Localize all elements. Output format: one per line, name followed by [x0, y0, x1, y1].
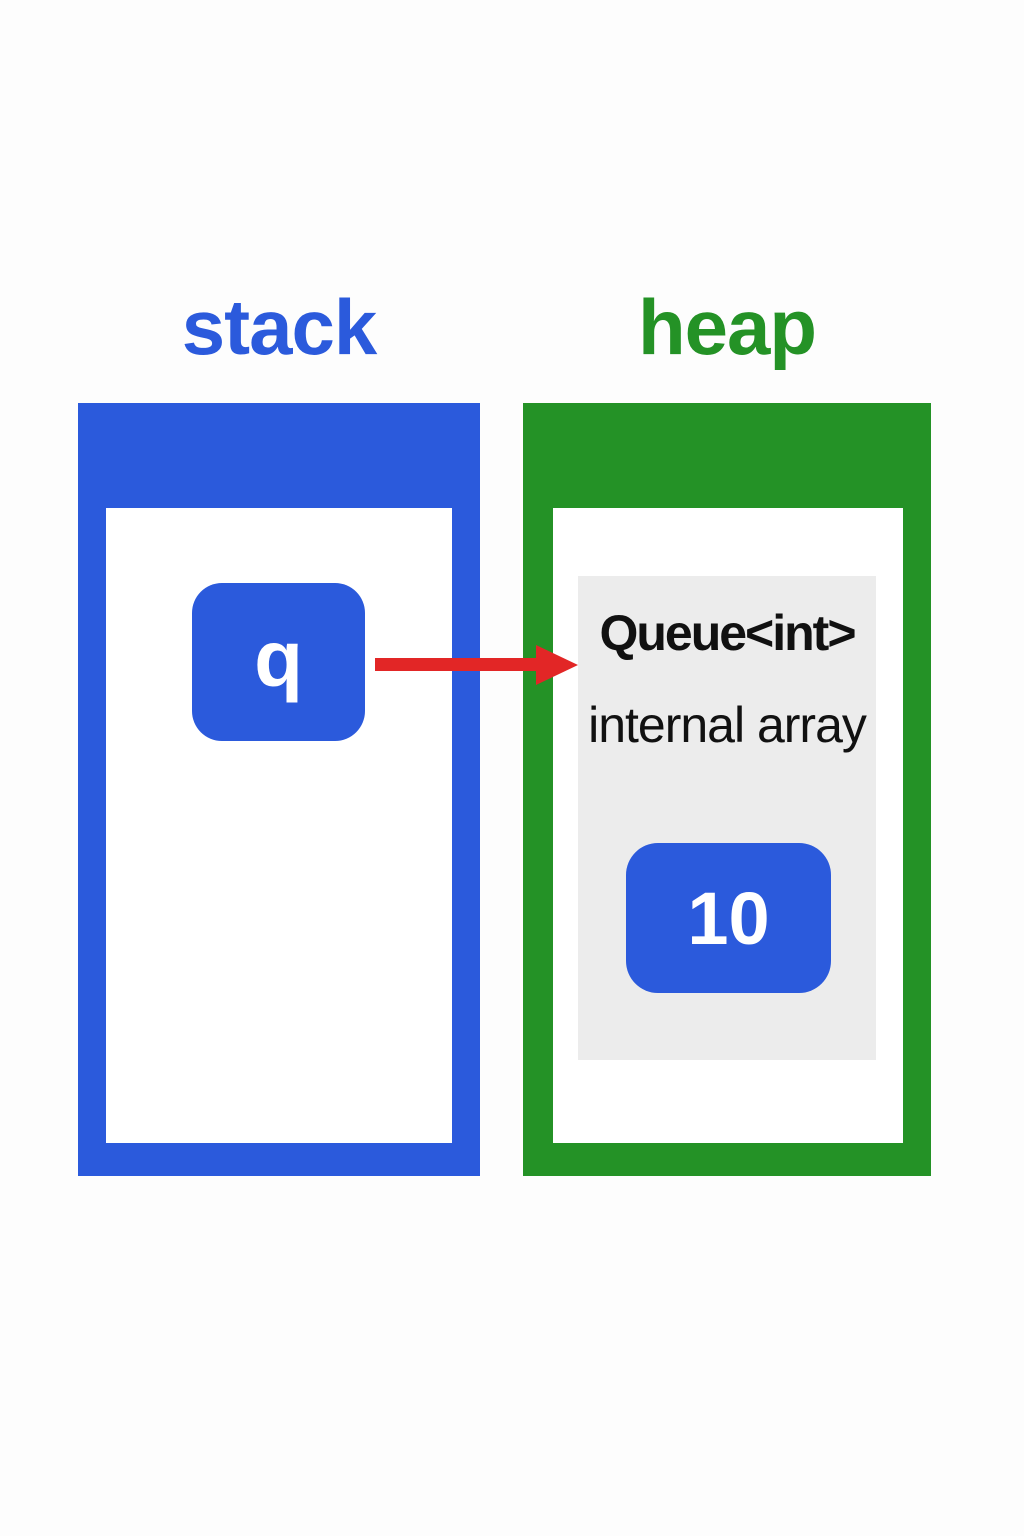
heap-region-title: heap [637, 283, 817, 371]
heap-object-subtitle: internal array [588, 697, 867, 753]
reference-arrow-head-icon [536, 645, 578, 685]
stack-container [78, 403, 480, 1176]
array-cell-value: 10 [626, 843, 831, 993]
heap-object-type-label: Queue<int> [599, 605, 856, 661]
stack-variable-q: q [192, 583, 365, 741]
reference-arrow-line [375, 658, 540, 671]
heap-object-card: Queue<int> internal array 10 [578, 576, 876, 1060]
stack-region-title: stack [181, 283, 378, 371]
